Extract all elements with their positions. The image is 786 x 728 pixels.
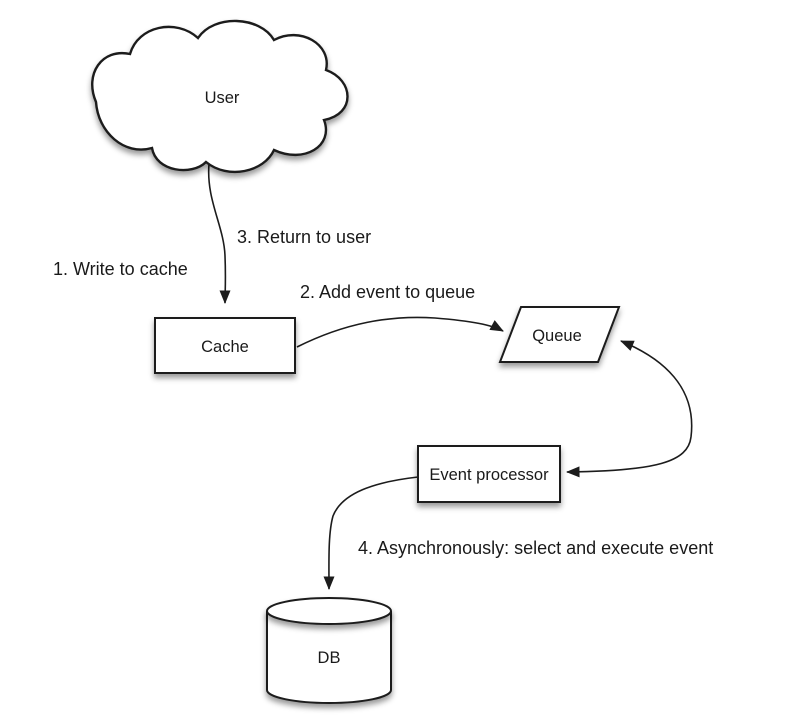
user-cloud-shape bbox=[91, 19, 349, 174]
event-processor-rectangle-shape bbox=[417, 445, 561, 503]
cache-rectangle-shape bbox=[154, 317, 296, 374]
node-user: User bbox=[91, 19, 349, 174]
node-db-label: DB bbox=[318, 649, 341, 667]
db-cylinder-body-shape bbox=[266, 611, 392, 704]
node-db: DB bbox=[266, 597, 392, 704]
node-cache-label: Cache bbox=[201, 338, 249, 356]
label-step-3-return-to-user: 3. Return to user bbox=[237, 227, 371, 247]
node-queue-label: Queue bbox=[532, 327, 582, 345]
db-cylinder-top-shape bbox=[266, 597, 392, 625]
node-cache: Cache bbox=[154, 317, 296, 374]
edge-user-to-cache bbox=[207, 163, 231, 304]
node-queue: Queue bbox=[498, 306, 621, 363]
edge-loop-into-event-processor bbox=[566, 436, 692, 478]
node-user-label: User bbox=[205, 89, 240, 107]
label-step-4-asynchronously-select-and-execute-event: 4. Asynchronously: select and execute ev… bbox=[358, 538, 713, 558]
edge-event-processor-to-db bbox=[323, 476, 419, 590]
label-step-2-add-event-to-queue: 2. Add event to queue bbox=[300, 282, 475, 302]
edge-loop-into-queue bbox=[620, 340, 693, 438]
label-step-1-write-to-cache: 1. Write to cache bbox=[53, 259, 188, 279]
edge-cache-to-queue bbox=[296, 316, 504, 348]
node-event-processor-label: Event processor bbox=[429, 466, 549, 484]
queue-parallelogram-shape bbox=[498, 306, 621, 363]
node-event-processor: Event processor bbox=[417, 445, 561, 503]
